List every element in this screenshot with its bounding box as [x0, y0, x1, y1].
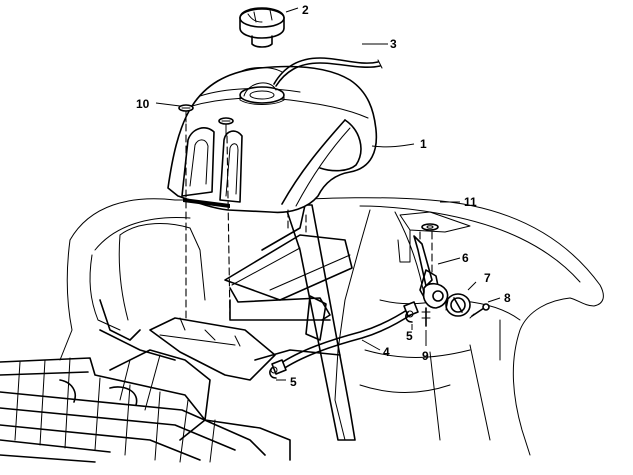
callout-5-lower: 5	[290, 375, 297, 389]
callout-9: 9	[422, 349, 429, 363]
callout-1: 1	[420, 137, 427, 151]
callout-8: 8	[504, 291, 511, 305]
frame	[99, 204, 356, 441]
valve-knob	[445, 293, 471, 317]
callout-2: 2	[302, 3, 309, 17]
rear-rack	[0, 357, 291, 463]
fuel-cap	[239, 7, 285, 48]
fuel-line	[271, 301, 419, 375]
fuel-tank	[167, 65, 378, 214]
rear-fender	[59, 197, 604, 456]
fuel-valve	[413, 223, 449, 327]
leader-lines	[155, 7, 501, 381]
callout-7: 7	[484, 271, 491, 285]
callout-5-upper: 5	[406, 329, 413, 343]
callout-11: 11	[464, 195, 477, 209]
callout-4: 4	[383, 345, 390, 359]
callout-6: 6	[462, 251, 469, 265]
vent-hose	[273, 57, 383, 87]
callout-10: 10	[136, 97, 150, 111]
knob-screw	[469, 303, 490, 319]
mounting-screws	[178, 104, 234, 135]
callout-3: 3	[390, 37, 397, 51]
hose-clamps	[269, 310, 414, 379]
